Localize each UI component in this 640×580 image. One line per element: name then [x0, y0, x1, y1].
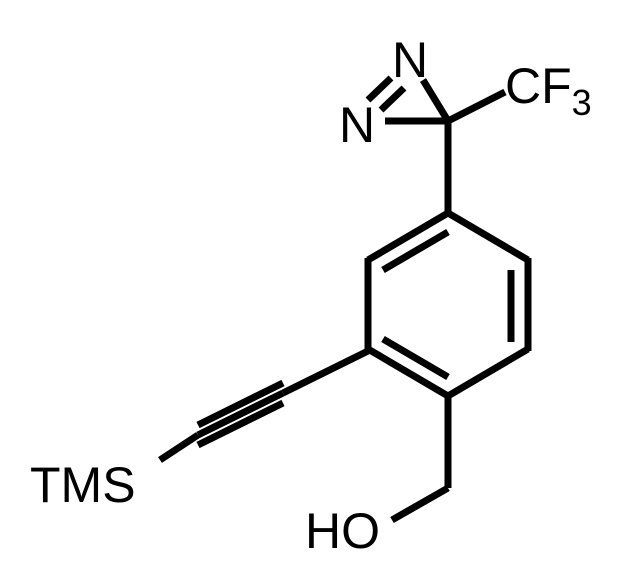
cf3-subscript: 3: [572, 82, 592, 123]
ring-bond-c6-c1: [366, 209, 450, 264]
tms-label: TMS: [30, 457, 136, 513]
ring-bond-c6-c1-inner: [381, 228, 450, 274]
bond-ch2-to-oh: [390, 484, 450, 524]
alkyne-triple-bond-1: [196, 379, 285, 429]
ring-bond-c4-c5: [366, 345, 450, 400]
hydroxymethyl-group: HO: [305, 396, 452, 559]
atom-n-top: N: [392, 32, 428, 88]
bond-n-n-double-inner: [378, 85, 407, 113]
alkyne-triple-bond-2: [196, 389, 285, 439]
alkyne-triple-bond-3: [196, 399, 285, 449]
ring-bond-c1-c2: [446, 209, 530, 264]
atom-n-left: N: [339, 97, 375, 153]
hydroxyl-label: HO: [305, 503, 380, 559]
bond-ring-to-alkyne: [281, 347, 370, 397]
ring-bond-c3-c4: [446, 345, 530, 400]
bond-n-n-double-outer: [365, 75, 394, 103]
cf3-group-label: CF3: [505, 58, 592, 123]
cf3-main-text: CF: [505, 58, 572, 114]
tms-ethynyl-group: TMS: [30, 347, 370, 513]
bond-alkyne-to-tms: [158, 432, 200, 463]
benzene-ring: [364, 209, 532, 400]
bond-diazirine-c-to-cf3: [446, 88, 507, 125]
diazirine-ring: N N CF3: [339, 32, 592, 213]
ring-bond-c4-c5-inner: [381, 335, 450, 381]
bond-diazirine-c-to-n-top: [420, 78, 451, 123]
